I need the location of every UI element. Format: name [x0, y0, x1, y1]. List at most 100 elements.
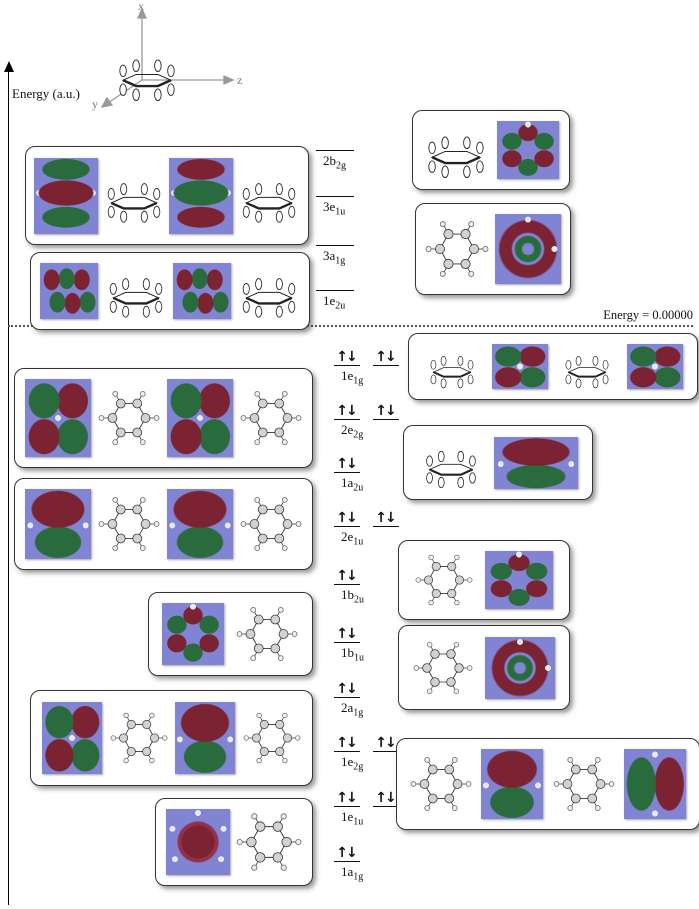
- benzene-top-schematic: [236, 606, 298, 662]
- electron-pair: ↑↓: [375, 735, 397, 751]
- electron-pair: ↑↓: [375, 790, 397, 806]
- energy-axis-label: Energy (a.u.): [12, 86, 80, 101]
- benzene-top-schematic: [415, 554, 473, 606]
- electron-pair: ↑↓: [336, 681, 358, 697]
- benzene-side-schematic: [106, 181, 161, 223]
- orbital-box-1e2u: [30, 252, 310, 330]
- orbital-box-1b1u: [148, 592, 313, 676]
- benzene-top-schematic: [425, 221, 489, 277]
- orbital-isosurface: [481, 749, 544, 819]
- benzene-top-schematic: [410, 756, 472, 812]
- level-label: 1e1u: [341, 809, 364, 828]
- benzene-top-schematic: [98, 496, 160, 552]
- orbital-isosurface: [624, 749, 687, 819]
- level-3e1u: 3e1u: [316, 196, 354, 218]
- level-label: 1e2u: [323, 293, 346, 312]
- benzene-molecule-schematic: [118, 58, 176, 102]
- orbital-box-2b2g: [412, 110, 570, 190]
- benzene-top-schematic: [553, 756, 615, 812]
- electron-pair: ↑↓: [336, 845, 358, 861]
- level-line: ↑↓: [334, 402, 360, 420]
- coordinate-frame: x z y: [92, 0, 242, 111]
- electron-pair: ↑↓: [375, 403, 397, 419]
- level-label: 3a1g: [323, 248, 346, 267]
- orbital-box-2e2g: [14, 368, 313, 468]
- zero-energy-label: Energy = 0.00000: [603, 308, 693, 322]
- level-line: ↑↓: [334, 567, 360, 585]
- electron-pair: ↑↓: [336, 568, 358, 584]
- level-line: ↑↓: [334, 844, 360, 862]
- level-label: 2a1g: [341, 700, 364, 719]
- orbital-isosurface: [165, 809, 230, 875]
- benzene-top-schematic: [413, 641, 473, 694]
- benzene-top-schematic: [236, 813, 302, 871]
- level-line: ↑↓: [373, 734, 399, 752]
- orbital-isosurface: [496, 121, 559, 179]
- orbital-isosurface: [25, 489, 91, 559]
- level-line: ↑↓: [334, 509, 360, 527]
- electron-pair: ↑↓: [336, 510, 358, 526]
- electron-pair: ↑↓: [336, 735, 358, 751]
- level-label: 1e1g: [341, 368, 364, 387]
- level-line: ↑↓: [334, 455, 360, 473]
- benzene-top-schematic: [240, 496, 302, 552]
- orbital-isosurface: [169, 157, 234, 234]
- orbital-box-1a1g: [155, 798, 313, 886]
- orbital-box-1b2u: [398, 540, 570, 620]
- orbital-isosurface: [175, 702, 236, 774]
- level-line: ↑↓: [334, 625, 360, 643]
- level-line: ↑↓: [373, 348, 399, 366]
- zero-energy-line: [8, 325, 693, 327]
- orbital-box-1e1g: [408, 333, 698, 400]
- benzene-side-schematic: [241, 277, 296, 319]
- level-line: ↑↓: [373, 789, 399, 807]
- level-2a1g: ↑↓ 2a1g: [334, 680, 363, 719]
- level-2e2g: ↑↓ ↑↓ 2e2g: [334, 402, 399, 441]
- level-line: [316, 150, 354, 151]
- level-label: 2b2g: [323, 153, 346, 172]
- level-line: [316, 245, 354, 246]
- benzene-side-schematic: [108, 277, 163, 319]
- orbital-isosurface: [40, 263, 99, 319]
- level-1b1u: ↑↓ 1b1u: [334, 625, 364, 664]
- level-1e2g: ↑↓ ↑↓ 1e2g: [334, 734, 399, 773]
- axis-y-label: y: [92, 97, 98, 111]
- level-label: 2e1u: [341, 529, 364, 548]
- orbital-isosurface: [495, 214, 561, 284]
- level-1a1g: ↑↓ 1a1g: [334, 844, 363, 883]
- orbital-isosurface: [167, 379, 233, 457]
- benzene-side-schematic: [425, 449, 477, 489]
- level-label: 1a1g: [341, 864, 364, 883]
- electron-pair: ↑↓: [375, 510, 397, 526]
- electron-pair: ↑↓: [336, 456, 358, 472]
- orbital-isosurface: [627, 344, 684, 389]
- orbital-isosurface: [484, 636, 555, 699]
- level-line: [316, 290, 354, 291]
- electron-pair: ↑↓: [336, 349, 358, 365]
- level-line: ↑↓: [334, 734, 360, 752]
- energy-axis-arrowhead: [3, 61, 14, 72]
- benzene-top-schematic: [240, 390, 302, 446]
- level-line: ↑↓: [373, 509, 399, 527]
- orbital-isosurface: [25, 379, 91, 457]
- benzene-side-schematic: [427, 135, 485, 179]
- level-label: 1a2u: [341, 475, 364, 494]
- level-label: 3e1u: [323, 199, 346, 218]
- level-line: ↑↓: [334, 680, 360, 698]
- axis-z-label: z: [237, 73, 242, 87]
- orbital-box-1a2u: [403, 425, 593, 500]
- level-3a1g: 3a1g: [316, 245, 354, 267]
- orbital-box-2e1u: [14, 478, 313, 570]
- level-line: ↑↓: [334, 348, 360, 366]
- orbital-isosurface: [33, 157, 98, 234]
- orbital-isosurface: [41, 702, 102, 774]
- level-2b2g: 2b2g: [316, 150, 354, 172]
- electron-pair: ↑↓: [375, 349, 397, 365]
- orbital-isosurface: [494, 436, 579, 489]
- orbital-isosurface: [173, 263, 232, 319]
- level-1b2u: ↑↓ 1b2u: [334, 567, 364, 606]
- axis-x-label: x: [138, 0, 144, 13]
- orbital-box-2a1g: [398, 625, 570, 710]
- orbital-isosurface: [167, 489, 233, 559]
